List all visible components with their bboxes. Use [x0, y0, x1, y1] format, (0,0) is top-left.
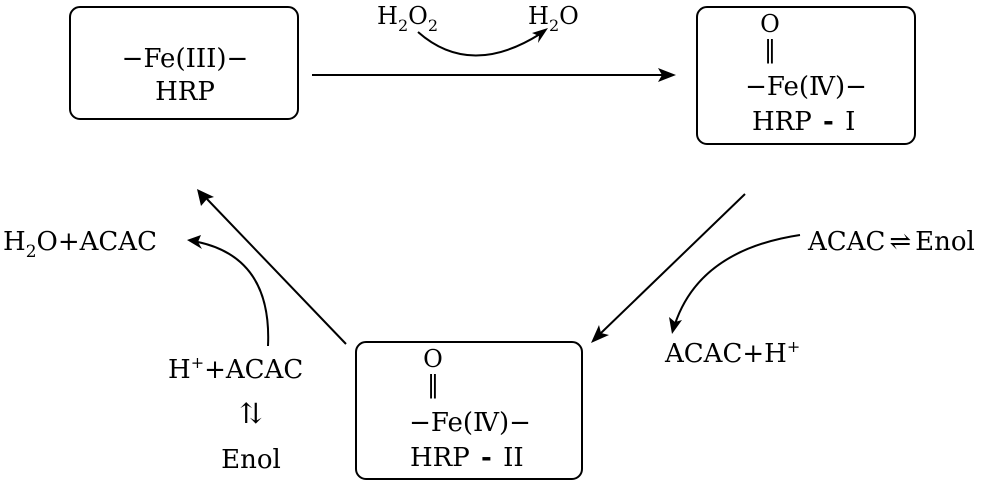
- curved-arrow-h2o2-h2o: [417, 28, 548, 57]
- hrp1-oxo: O: [760, 10, 780, 38]
- box-hrp-2: [355, 341, 583, 480]
- equilibrium-arrows-left: ⇅: [239, 397, 262, 430]
- hrp2-formula: −Fe(Ⅳ)−: [409, 408, 531, 438]
- hrp1-label-text: HRP: [752, 107, 812, 137]
- fe3-formula: −Fe(III)−: [122, 44, 249, 74]
- enol-left: Enol: [221, 445, 281, 475]
- h-plus-acac-reactant: H++ACAC: [168, 353, 303, 385]
- hrp1-label-num: I: [845, 107, 855, 137]
- curved-arrow-step3: [187, 235, 270, 347]
- box-fe3-hrp: [69, 6, 299, 120]
- acac-h-plus-product: ACAC+H+: [664, 337, 800, 369]
- acac-enol-equilibrium-right: ACAC⇌Enol: [807, 227, 975, 257]
- curved-arrow-step2: [669, 234, 801, 334]
- box-hrp-1: [696, 6, 916, 145]
- hrp1-formula: −Fe(Ⅳ)−: [745, 72, 867, 102]
- arrow-hrp2-to-fe3: [197, 189, 347, 345]
- hrp1-label: HRP - I: [752, 107, 855, 137]
- hrp1-label-sep: -: [823, 107, 834, 137]
- arrow-fe3-to-hrp1: [312, 68, 676, 82]
- hrp2-label-sep: -: [481, 443, 492, 473]
- arrow-hrp1-to-hrp2: [591, 193, 746, 343]
- hrp2-oxo: O: [423, 345, 443, 373]
- hrp2-label-text: HRP: [410, 443, 470, 473]
- hrp2-label: HRP - II: [410, 443, 524, 473]
- hrp2-double-bond: ‖: [427, 371, 439, 400]
- fe3-label: HRP: [155, 77, 215, 107]
- h2o-label-top: H2O: [528, 2, 579, 35]
- h2o2-label: H2O2: [377, 2, 438, 35]
- hrp1-double-bond: ‖: [764, 36, 776, 65]
- hrp2-label-num: II: [503, 443, 524, 473]
- h2o-acac-product: H2O+ACAC: [3, 227, 157, 262]
